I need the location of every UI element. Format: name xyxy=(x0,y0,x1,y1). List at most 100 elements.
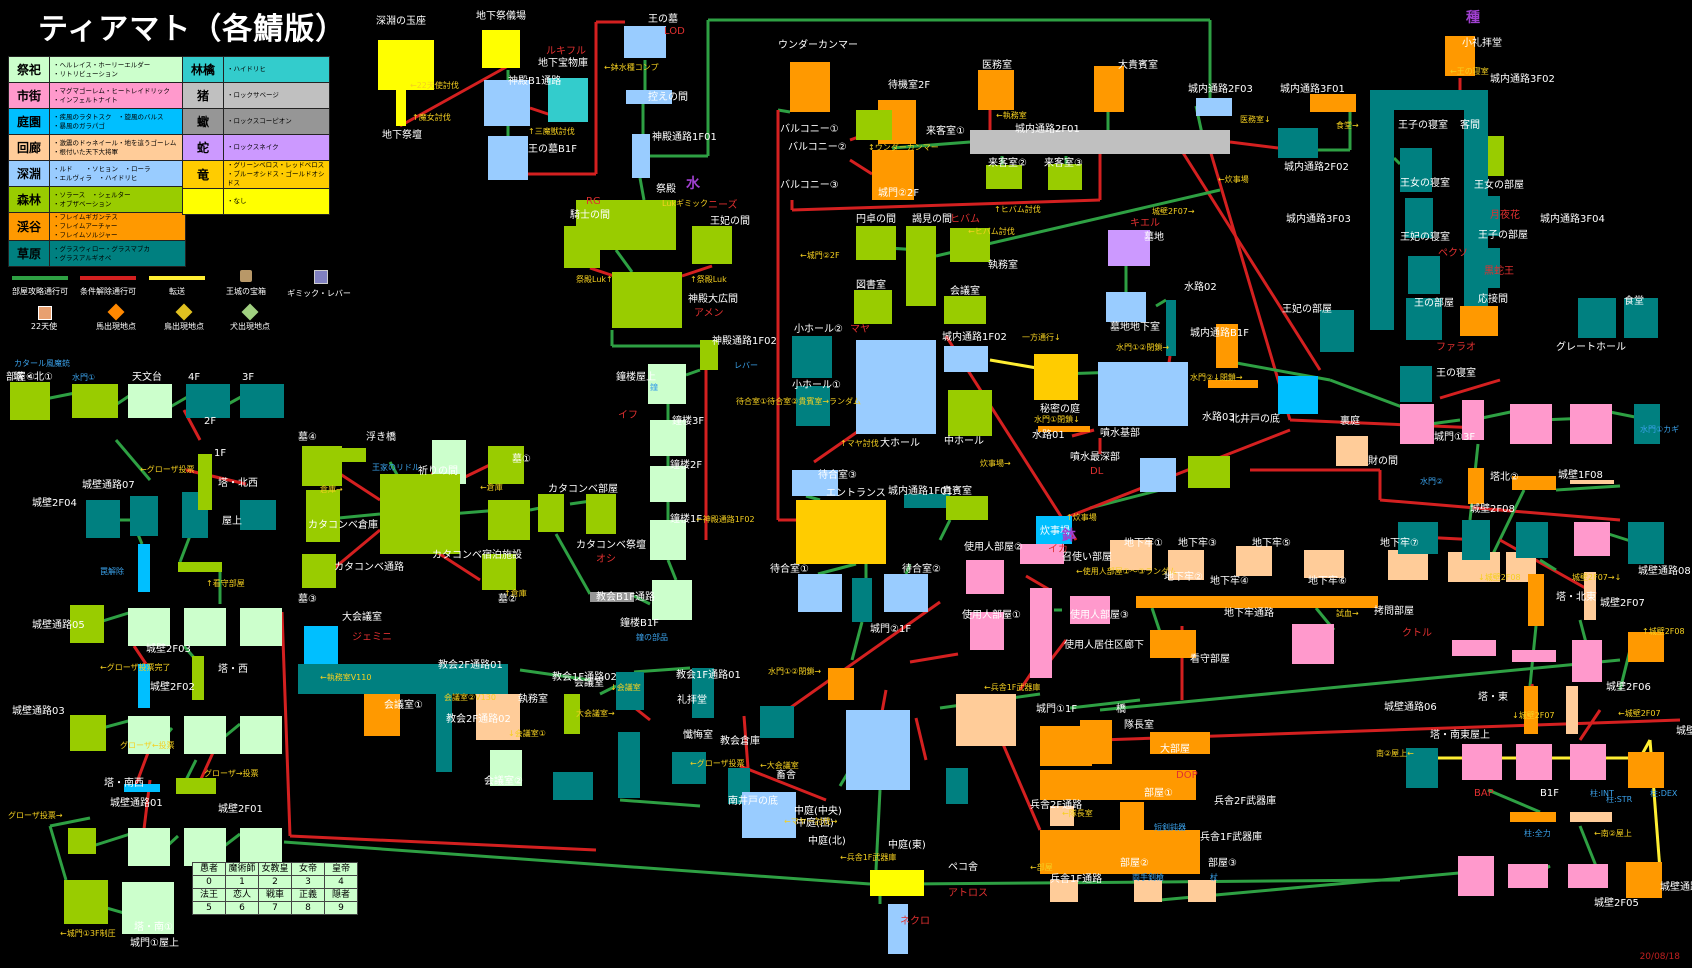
tower-room-block xyxy=(72,384,118,418)
room-17: 鐘楼1F xyxy=(650,520,686,560)
room-3: 神殿B1通路 xyxy=(484,80,530,126)
room-1: 地下祭儀場 xyxy=(482,30,520,68)
map-label: 看守部屋 xyxy=(1190,652,1230,665)
tower-room-block xyxy=(1634,404,1660,444)
map-label: ↓会議室 xyxy=(610,682,641,692)
map-label: 大貴賓室 xyxy=(1118,58,1158,71)
room-133: 部屋③ xyxy=(1134,880,1162,902)
room-86: 地下牢④ xyxy=(1304,550,1344,578)
legend-row: 竜・グリーンベロス・レッドベロス・ブルーオシドス・ゴールドオシドス xyxy=(182,160,330,189)
map-label: 水門① xyxy=(72,372,95,382)
map-label: 塔北② xyxy=(1490,470,1519,483)
legend-monsters: ・疾風のラタトスク ・旋風のバルス・暴風のガラパゴ xyxy=(49,108,186,135)
room-113: 礼拝堂 xyxy=(618,732,640,798)
map-label: 城壁通路07 xyxy=(82,478,135,491)
room-26: 来客室① xyxy=(856,110,892,140)
map-label: 王の墓B1F xyxy=(528,142,577,155)
map-label: ↑祭殿Luk xyxy=(690,274,727,284)
map-label: 大ホール xyxy=(880,436,920,449)
map-label: ↑魔女討伐 xyxy=(412,112,451,122)
room-8: 神殿通路1F01 xyxy=(632,134,650,178)
green-connection-line xyxy=(519,668,591,682)
angel-label: 22天使 xyxy=(30,322,58,331)
map-label: 城壁通路02 xyxy=(1660,880,1692,893)
map-label: ←使用人部屋①〜③ランダム xyxy=(1076,566,1177,576)
map-label: グローザ投票→ xyxy=(8,810,63,820)
map-label: 鉢 xyxy=(1062,527,1077,544)
map-label: ペクソ xyxy=(1438,247,1468,259)
map-label: 両手剣槍 xyxy=(1132,872,1164,882)
map-label: 塔・南西 xyxy=(104,776,144,789)
map-label: 待合室① xyxy=(770,562,809,575)
map-label: 執務室 xyxy=(518,692,548,705)
map-label: 南井戸の底 xyxy=(728,794,778,807)
map-label: 橋 xyxy=(1116,702,1126,715)
room-78: 召使い部屋 xyxy=(1020,544,1064,564)
room-94: 浮き橋 xyxy=(318,448,366,462)
angel-icon xyxy=(38,306,52,320)
map-label: Lukギミック xyxy=(662,199,708,208)
arcana-number: 7 xyxy=(258,901,292,915)
tower-room-block xyxy=(70,605,104,643)
map-label: 来客室② xyxy=(988,156,1027,169)
map-label: 懺悔室 xyxy=(683,728,713,741)
map-label: 鐘楼B1F xyxy=(620,616,659,629)
tower-room-block xyxy=(1512,476,1556,490)
room-14: 鐘楼屋上 xyxy=(648,364,686,404)
map-label: 王の部屋 xyxy=(1414,296,1454,309)
legend-row: 草原・グラスウィロー・グラスマブカ・グラスアルギオペ xyxy=(8,240,186,267)
map-label: BAP xyxy=(1474,788,1494,799)
map-label: ←グローザ投票 xyxy=(140,464,195,474)
map-label: 図書室 xyxy=(856,278,886,291)
room-87: 地下牢⑤ xyxy=(1388,550,1428,580)
room-83: 地下牢① xyxy=(1110,540,1152,570)
map-label: 城内通路2F03 xyxy=(1188,82,1253,95)
map-label: DL xyxy=(1090,466,1104,477)
legend-area-name: 回廊 xyxy=(8,134,50,161)
map-label: エントランス xyxy=(826,487,886,499)
map-label: 城壁2F05 xyxy=(1594,896,1639,909)
map-label: 城門②1F xyxy=(870,623,911,635)
map-label: 礼拝堂 xyxy=(677,693,707,706)
map-label: バルコニー③ xyxy=(780,179,839,191)
map-label: 地下牢⑥ xyxy=(1308,574,1347,587)
map-label: 城内通路1F02 xyxy=(942,330,1007,343)
room-11: 王妃の間 xyxy=(692,226,732,264)
map-label: 貴賓室 xyxy=(942,484,972,497)
map-label: 会議室① xyxy=(384,698,423,711)
tower-room-block xyxy=(240,384,284,418)
map-label: クトル xyxy=(1402,627,1432,639)
room-38: 王妃の寝室 xyxy=(1408,256,1440,294)
map-label: 城内通路1F01 xyxy=(888,484,953,497)
red-connection-line xyxy=(1208,149,1292,421)
tower-room-block xyxy=(64,880,108,924)
room-73: 貴賓室 xyxy=(946,496,988,520)
green-connection-line xyxy=(1392,156,1402,166)
map-label: 地下牢③ xyxy=(1178,536,1217,549)
red-connection-line xyxy=(914,717,928,761)
map-label: ←大会議室 xyxy=(760,760,799,770)
map-label: カタコンベ倉庫 xyxy=(308,518,378,531)
red-connection-line xyxy=(399,64,509,128)
room-106: 会議室① xyxy=(364,694,400,736)
green-connection-line xyxy=(614,249,634,273)
room-85: 地下牢③ xyxy=(1236,546,1272,576)
green-connection-line xyxy=(874,789,882,871)
map-label: ウンダーカンマー xyxy=(778,38,858,51)
red-connection-line xyxy=(909,652,959,664)
green-connection-line xyxy=(685,368,701,377)
map-label: 医務室 xyxy=(982,58,1012,71)
green-connection-line xyxy=(904,563,912,575)
map-label: 短剣鈍器 xyxy=(1154,822,1186,832)
map-label: 墓② xyxy=(498,592,517,605)
map-label: 王妃の部屋 xyxy=(1282,302,1332,315)
room-20: ウンダーカンマー xyxy=(790,62,830,112)
tower-room-block xyxy=(1516,522,1548,558)
map-label: B1F xyxy=(1540,788,1559,799)
map-label: ←ヒバム討伐 xyxy=(968,226,1015,236)
legend-area-name xyxy=(182,188,224,215)
tower-room-block xyxy=(1462,744,1502,780)
map-label: 北井戸の底 xyxy=(1230,412,1280,425)
green-connection-line xyxy=(633,666,691,674)
arcana-name: 女帝 xyxy=(291,862,325,876)
